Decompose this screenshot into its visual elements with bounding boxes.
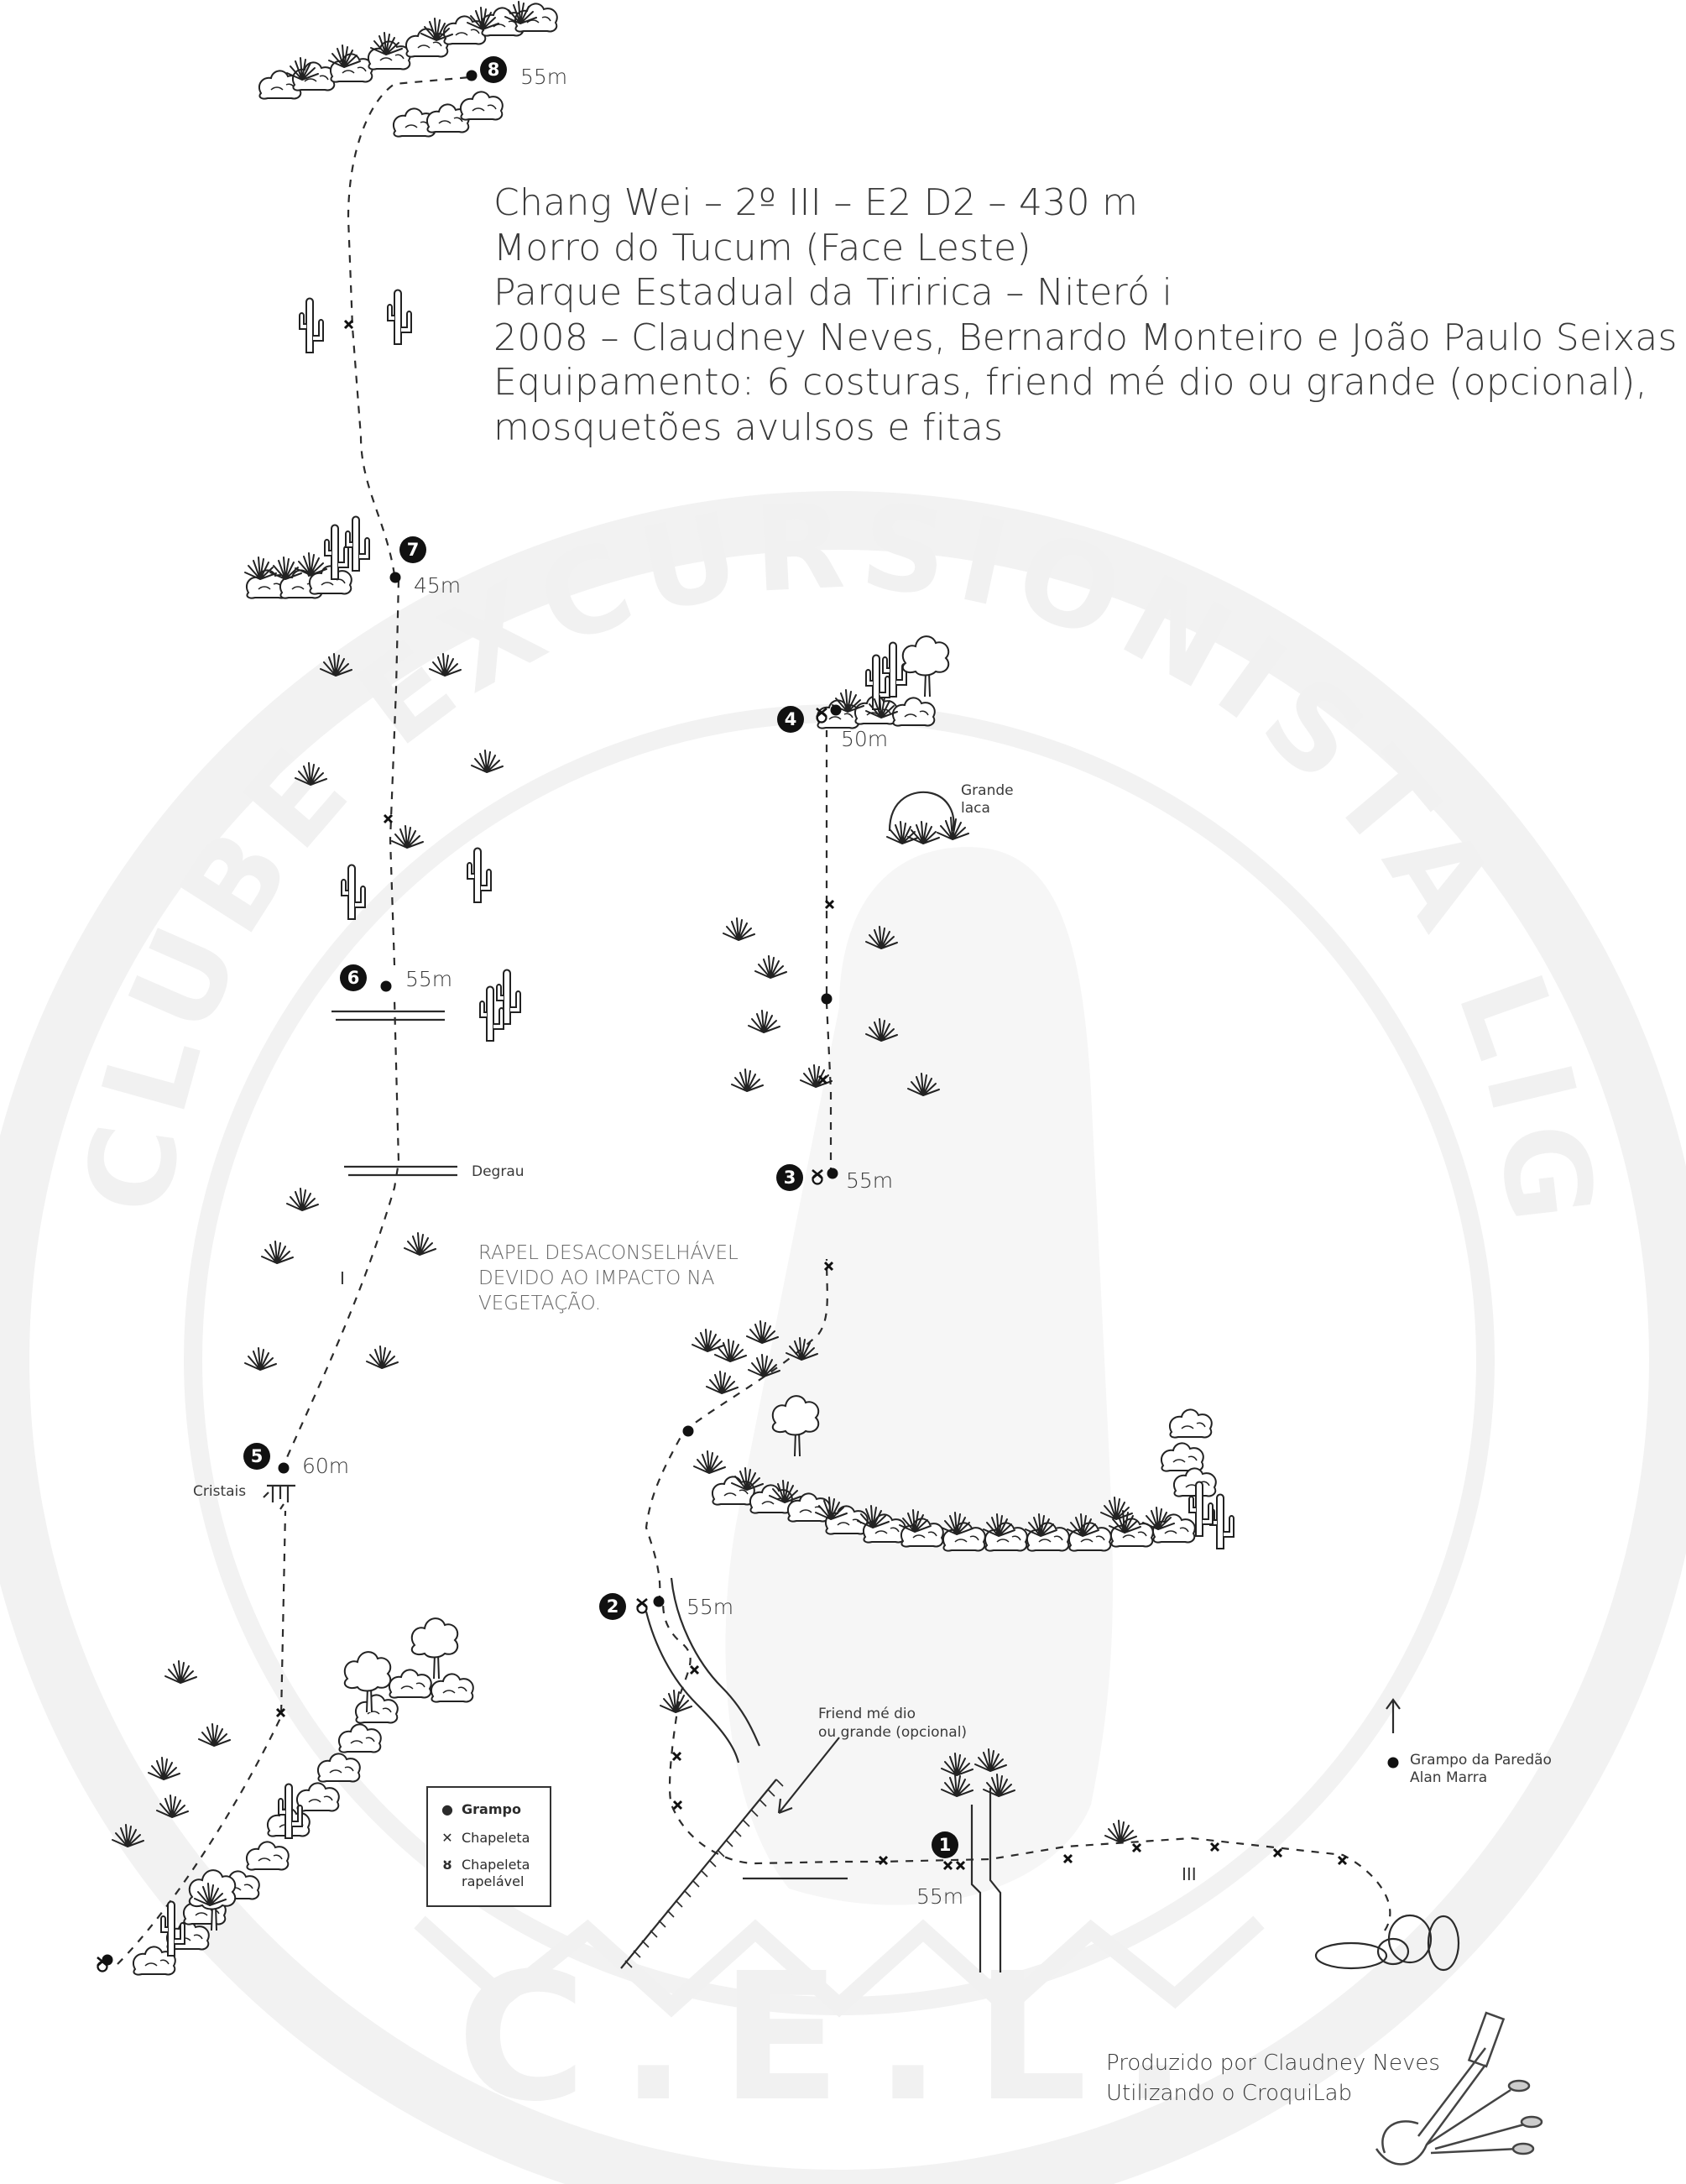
pitch-5-badge: 5 bbox=[243, 1443, 270, 1470]
pitch-8-length: 55m bbox=[520, 65, 568, 89]
legend-grampo: ● Grampo bbox=[438, 1801, 521, 1818]
degrau-label: Degrau bbox=[472, 1163, 525, 1180]
bolts bbox=[96, 70, 1399, 1972]
pitch-4-length: 50m bbox=[841, 727, 889, 751]
title-line-6: mosquetões avulsos e fitas bbox=[493, 405, 1004, 449]
rapel-warning-note: RAPEL DESACONSELHÁVEL DEVIDO AO IMPACTO … bbox=[478, 1242, 739, 1314]
title-line-3: Parque Estadual da Tiririca – Niteró i bbox=[493, 271, 1173, 314]
chapeleta-x-icon: ✕ bbox=[441, 1830, 453, 1846]
pitch-3-badge: 3 bbox=[776, 1164, 803, 1191]
grampo-paredao-label: Grampo da Paredão Alan Marra bbox=[1410, 1752, 1552, 1786]
pitch-4-badge: 4 bbox=[777, 706, 804, 733]
grampo-dot-icon: ● bbox=[441, 1801, 453, 1817]
watermark-initials: C.E.L. bbox=[457, 1935, 1222, 2140]
croquilab-logo bbox=[1375, 2011, 1543, 2166]
legend-chapeleta: ✕ Chapeleta bbox=[438, 1830, 530, 1847]
cristais-label: Cristais bbox=[193, 1483, 247, 1500]
title-line-1: Chang Wei – 2º III – E2 D2 – 430 m bbox=[493, 181, 1139, 224]
grade-iii-label: III bbox=[1182, 1864, 1197, 1884]
pitch-7-badge: 7 bbox=[399, 536, 426, 563]
pitch-7-length: 45m bbox=[414, 573, 462, 598]
pitch-2-badge: 2 bbox=[599, 1593, 626, 1620]
rock-lines bbox=[263, 791, 1460, 1972]
pitch-2-length: 55m bbox=[686, 1595, 734, 1619]
pitch-8-badge: 8 bbox=[480, 56, 507, 83]
chapeleta-rapelavel-icon: ȣ bbox=[442, 1857, 452, 1873]
title-line-2: Morro do Tucum (Face Leste) bbox=[493, 226, 1031, 269]
pitch-1-badge: 1 bbox=[932, 1831, 958, 1858]
rock-pillar bbox=[725, 847, 1113, 1905]
pitch-5-length: 60m bbox=[302, 1454, 350, 1478]
title-line-4: 2008 – Claudney Neves, Bernardo Monteiro… bbox=[493, 316, 1678, 359]
grade-i-label: I bbox=[340, 1268, 345, 1288]
title-line-5: Equipamento: 6 costuras, friend mé dio o… bbox=[493, 361, 1647, 404]
pitch-6-length: 55m bbox=[405, 967, 453, 991]
pitch-1-length: 55m bbox=[916, 1884, 964, 1909]
friend-label: Friend mé dio ou grande (opcional) bbox=[818, 1706, 968, 1741]
credit: Produzido por Claudney Neves Utilizando … bbox=[1106, 2051, 1440, 2106]
route-title-block: Chang Wei – 2º III – E2 D2 – 430 m Morro… bbox=[493, 180, 1678, 450]
grande-laca-label: Grande laca bbox=[961, 782, 1014, 817]
pitch-3-length: 55m bbox=[846, 1168, 894, 1193]
pitch-6-badge: 6 bbox=[340, 964, 367, 991]
